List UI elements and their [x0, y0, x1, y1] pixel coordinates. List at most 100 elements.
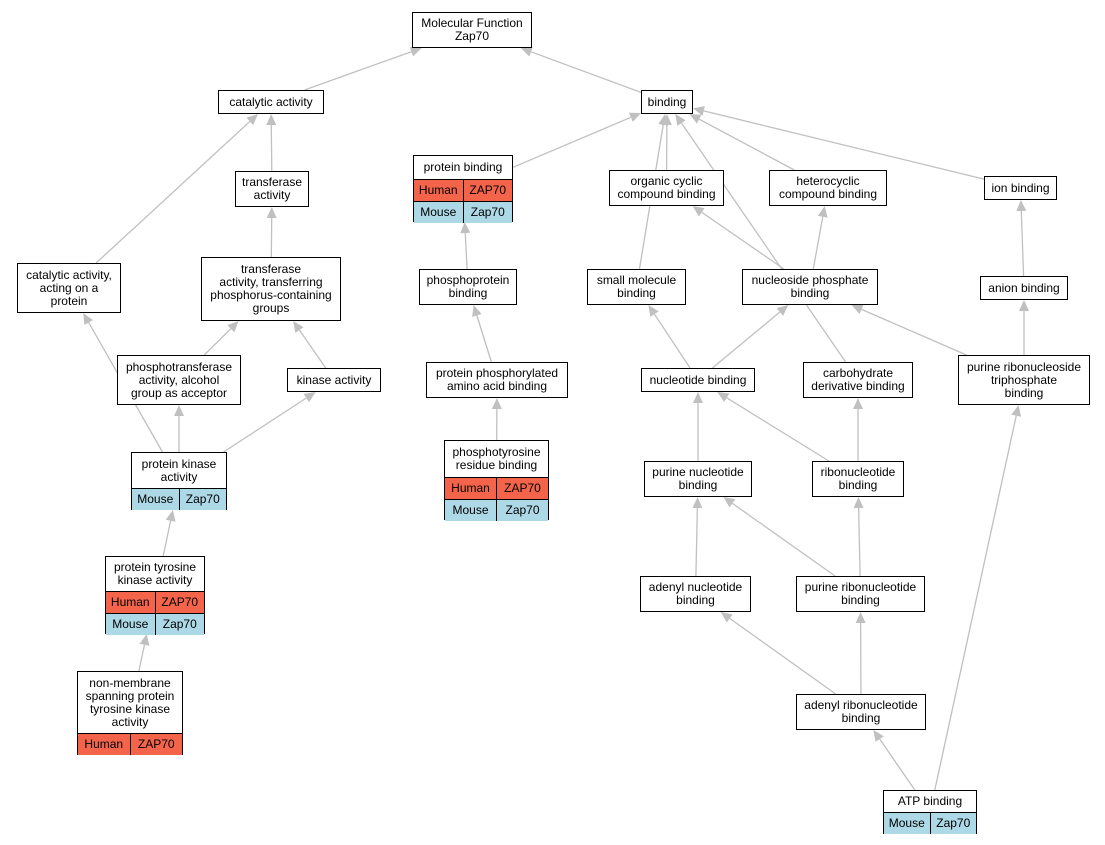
- edge-nmptk-to-ptk: [138, 644, 146, 672]
- go-term-label: phosphotransferase activity, alcohol gro…: [125, 359, 233, 400]
- gene-cell: ZAP70: [496, 478, 548, 499]
- species-cell: Human: [418, 183, 458, 197]
- arrowhead-hetcyc-to-binding: [689, 114, 702, 124]
- arrowhead-ptk-to-pka: [165, 510, 176, 522]
- go-term-label: protein kinase activity: [141, 456, 217, 484]
- go-term-adenribo: adenyl ribonucleotide binding: [796, 694, 926, 730]
- go-term-mf: Molecular Function Zap70: [412, 12, 532, 48]
- go-term-catalytic: catalytic activity: [218, 90, 324, 114]
- arrowhead-purribo-to-ribonuc: [853, 497, 864, 509]
- go-term-label: nucleoside phosphate binding: [751, 273, 869, 300]
- arrowhead-pka-to-alcohol: [174, 405, 184, 416]
- species-cell: Human: [84, 737, 124, 751]
- go-term-label: catalytic activity: [229, 94, 313, 109]
- go-term-adenyl: adenyl nucleotide binding: [640, 576, 751, 612]
- arrowhead-catalytic-to-mf: [409, 47, 422, 57]
- gene-cell: ZAP70: [129, 734, 183, 755]
- edge-ppaab-to-phosprot: [476, 315, 493, 363]
- go-term-hetcyc: heterocyclic compound binding: [769, 170, 887, 206]
- go-term-kinase: kinase activity: [287, 368, 381, 392]
- arrowhead-binding-to-mf: [520, 47, 533, 57]
- go-term-label: non-membrane spanning protein tyrosine k…: [85, 675, 175, 729]
- arrowhead-carbo-to-binding: [675, 114, 686, 126]
- species-cell: Human: [110, 595, 150, 609]
- arrowhead-smallmol-to-binding: [658, 114, 669, 126]
- edge-carbo-to-binding: [680, 122, 847, 363]
- arrowhead-anion-to-ionb: [1016, 200, 1027, 212]
- edge-adenribo-to-adenyl: [729, 617, 837, 695]
- gene-cell: Zap70: [154, 614, 205, 635]
- go-term-tphos: transferase activity, transferring phosp…: [201, 257, 341, 321]
- go-term-label: binding: [647, 94, 687, 109]
- go-term-label: purine ribonucleoside triphosphate bindi…: [966, 359, 1082, 400]
- arrowhead-ptyr-to-ppaab: [491, 398, 502, 410]
- species-cell: Mouse: [420, 205, 457, 219]
- annotation-row-human: Human ZAP70: [414, 179, 512, 201]
- arrowhead-protbind-to-binding: [628, 112, 641, 122]
- go-term-label: transferase activity, transferring phosp…: [210, 262, 332, 315]
- go-term-label: carbohydrate derivative binding: [811, 366, 905, 393]
- go-term-label: ion binding: [991, 180, 1050, 195]
- edge-alcohol-to-tphos: [203, 328, 232, 356]
- go-term-label: adenyl nucleotide binding: [648, 580, 743, 607]
- edge-catprot-to-catalytic: [95, 120, 251, 264]
- edge-nucb-to-nucphos: [712, 311, 781, 369]
- arrowhead-transferase-to-catalytic: [266, 114, 277, 126]
- annotation-row-human: Human ZAP70: [106, 591, 204, 613]
- arrowhead-nucphos-to-hetcyc: [817, 206, 828, 218]
- go-term-phosprot: phosphoprotein binding: [419, 269, 517, 305]
- go-term-purribo: purine ribonucleotide binding: [796, 576, 925, 612]
- arrowhead-pka-to-kinase: [303, 392, 316, 403]
- arrowhead-adenyl-to-purnuc: [692, 497, 703, 509]
- edge-ionb-to-binding: [703, 110, 985, 180]
- arrowhead-ribonuc-to-carbo: [853, 398, 863, 409]
- arrowhead-tphos-to-transferase: [266, 207, 277, 219]
- go-term-label: protein binding: [423, 160, 503, 174]
- go-term-label: heterocyclic compound binding: [778, 174, 878, 201]
- go-term-label: organic cyclic compound binding: [617, 174, 716, 201]
- go-term-nucb: nucleotide binding: [641, 368, 755, 392]
- go-term-ionb: ion binding: [984, 176, 1057, 200]
- arrowhead-adenribo-to-purribo: [855, 612, 866, 624]
- go-term-transferase: transferase activity: [235, 171, 309, 207]
- edge-phosprot-to-protbind: [464, 232, 468, 270]
- go-term-label: phosphotyrosine residue binding: [452, 445, 541, 472]
- go-term-label: kinase activity: [296, 372, 372, 387]
- arrowhead-adenribo-to-adenyl: [720, 612, 733, 623]
- arrowhead-purnuc-to-nucb: [693, 392, 703, 403]
- gene-cell: Zap70: [496, 500, 548, 521]
- arrowhead-catprot-to-catalytic: [246, 114, 258, 126]
- arrowhead-ppaab-to-phosprot: [472, 305, 482, 317]
- edge-nucphos-to-hetcyc: [812, 216, 824, 270]
- arrowhead-pka-to-catprot: [83, 313, 94, 326]
- go-term-label: adenyl ribonucleotide binding: [804, 698, 918, 725]
- go-term-label: small molecule binding: [596, 273, 677, 300]
- go-term-label: purine nucleotide binding: [652, 465, 744, 492]
- species-cell: Mouse: [112, 617, 149, 631]
- arrowhead-ionb-to-binding: [693, 106, 705, 116]
- edge-purribo-to-ribonuc: [857, 507, 861, 577]
- go-term-label: nucleotide binding: [649, 372, 747, 387]
- annotation-row-mouse: Mouse Zap70: [445, 499, 548, 521]
- species-cell: Mouse: [452, 503, 489, 517]
- edge-purribo-to-purnuc: [732, 502, 836, 577]
- edge-ribonuc-to-nucb: [726, 397, 830, 462]
- go-term-nmptk: non-membrane spanning protein tyrosine k…: [77, 671, 183, 755]
- edge-adenyl-to-purnuc: [695, 507, 699, 577]
- go-term-purnuc: purine nucleotide binding: [644, 461, 752, 497]
- gene-cell: ZAP70: [462, 180, 513, 201]
- edge-nucb-to-smallmol: [653, 313, 691, 369]
- go-term-carbo: carbohydrate derivative binding: [803, 362, 913, 398]
- go-term-label: anion binding: [988, 280, 1060, 295]
- go-term-binding: binding: [641, 90, 693, 114]
- gene-cell: ZAP70: [154, 592, 205, 613]
- species-cell: Mouse: [888, 816, 925, 830]
- arrowhead-nmptk-to-ptk: [139, 634, 150, 646]
- go-term-label: protein phosphorylated amino acid bindin…: [435, 366, 559, 393]
